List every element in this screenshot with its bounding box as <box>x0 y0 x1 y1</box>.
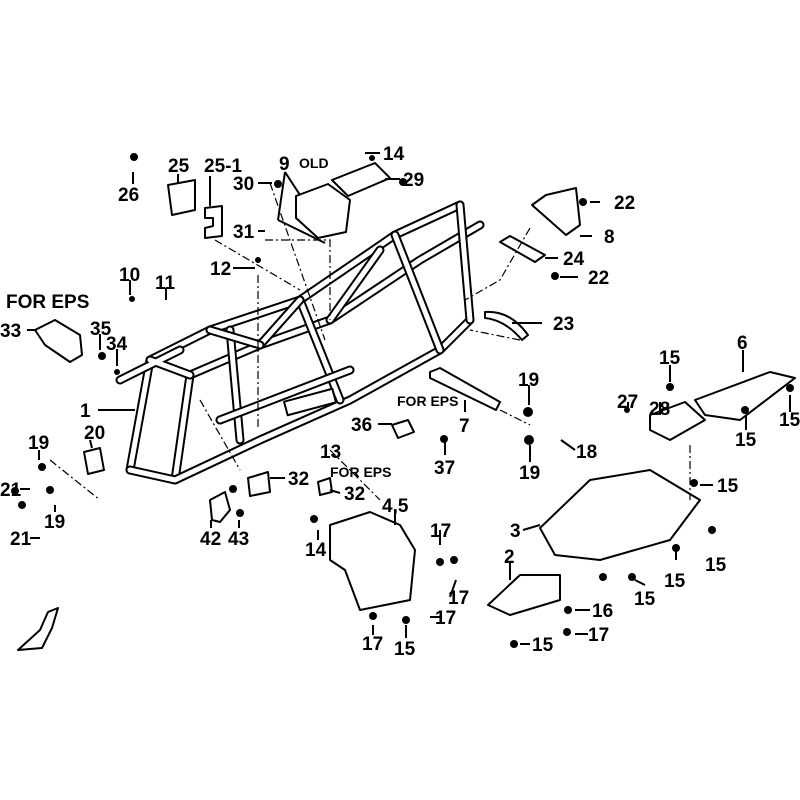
note-for-eps-left: FOR EPS <box>6 292 89 313</box>
callout-25-1: 25-1 <box>204 156 242 177</box>
leader-lines <box>20 152 791 645</box>
callout-2: 2 <box>504 547 515 568</box>
callout-35: 35 <box>90 319 112 340</box>
callout-6: 6 <box>737 333 748 354</box>
bracket-24 <box>499 235 546 263</box>
frame-body <box>115 200 485 485</box>
callout-25: 25 <box>168 156 190 177</box>
callout-42: 42 <box>200 529 221 550</box>
callout-8: 8 <box>604 227 615 248</box>
callout-labels: 25 26 25-1 9 OLD 30 14 29 22 8 24 22 31 … <box>0 144 800 660</box>
bracket-8 <box>531 187 581 236</box>
callout-19-c: 19 <box>519 463 540 484</box>
callout-19-a: 19 <box>518 370 539 391</box>
callout-9: 9 <box>279 154 290 175</box>
callout-17-e: 17 <box>362 634 383 655</box>
part-20 <box>83 447 105 475</box>
callout-21-a: 21 <box>0 480 22 501</box>
bracket-25 <box>167 179 196 216</box>
callout-27: 27 <box>617 392 638 413</box>
callout-15-f: 15 <box>664 571 686 592</box>
pad-9-old <box>295 183 351 239</box>
callout-13: 13 <box>320 442 341 463</box>
bracket-42 <box>209 491 231 523</box>
callout-14: 14 <box>383 144 405 165</box>
callout-3: 3 <box>510 521 521 542</box>
plate-25-1 <box>204 205 223 239</box>
callout-12: 12 <box>210 259 231 280</box>
callout-7: 7 <box>459 416 470 437</box>
callout-21-b: 21 <box>10 529 32 550</box>
callout-17-a: 17 <box>430 521 451 542</box>
callout-32-b: 32 <box>344 484 365 505</box>
callout-36: 36 <box>351 415 372 436</box>
eps-bracket-33 <box>34 319 83 363</box>
callout-28: 28 <box>649 399 670 420</box>
plate-28 <box>649 401 706 441</box>
callout-17-c: 17 <box>588 625 609 646</box>
callout-24: 24 <box>563 249 585 270</box>
callout-15-g: 15 <box>634 589 656 610</box>
callout-33: 33 <box>0 321 21 342</box>
callout-34: 34 <box>106 334 128 355</box>
callout-23: 23 <box>553 314 574 335</box>
callout-26: 26 <box>118 185 139 206</box>
callout-15-a: 15 <box>659 348 681 369</box>
callout-18: 18 <box>576 442 597 463</box>
callout-17-d: 17 <box>435 608 456 629</box>
note-for-eps-lower: FOR EPS <box>330 464 391 480</box>
callout-43: 43 <box>228 529 249 550</box>
callout-22b: 22 <box>588 268 609 289</box>
callout-31: 31 <box>233 222 255 243</box>
callout-15-d: 15 <box>717 476 739 497</box>
eps-part-36 <box>391 419 415 439</box>
callout-15-h: 15 <box>394 639 416 660</box>
callout-1: 1 <box>80 401 91 422</box>
callout-10: 10 <box>119 265 140 286</box>
skid-plate-3 <box>539 469 701 561</box>
plate-32 <box>247 471 271 497</box>
callout-11: 11 <box>155 273 176 294</box>
callout-32-a: 32 <box>288 469 309 490</box>
skid-plate-2 <box>487 574 561 616</box>
callout-15-e: 15 <box>705 555 727 576</box>
callout-15-b: 15 <box>779 410 800 431</box>
callout-29: 29 <box>403 170 424 191</box>
parts <box>17 162 796 651</box>
bracket-29 <box>331 162 391 197</box>
callout-17-b: 17 <box>448 588 469 609</box>
callout-19-d: 19 <box>44 512 65 533</box>
callout-30: 30 <box>233 174 254 195</box>
callout-16: 16 <box>592 601 613 622</box>
callout-4-5: 4,5 <box>382 496 409 517</box>
callout-20: 20 <box>84 423 105 444</box>
callout-19-b: 19 <box>28 433 49 454</box>
callout-15-c: 15 <box>735 430 757 451</box>
front-arrow-icon <box>17 607 59 651</box>
eps-plate-32 <box>317 477 333 496</box>
callout-22: 22 <box>614 193 635 214</box>
callout-15-i: 15 <box>532 635 554 656</box>
bolts <box>11 153 794 648</box>
callout-37: 37 <box>434 458 455 479</box>
bar-7 <box>429 367 501 411</box>
callout-14-b: 14 <box>305 540 327 561</box>
note-old: OLD <box>299 155 329 171</box>
note-for-eps-center: FOR EPS <box>397 393 458 409</box>
skid-plate-6 <box>694 371 796 421</box>
guard-4-5 <box>329 511 416 611</box>
strip-9 <box>277 219 326 244</box>
strap-23 <box>484 310 529 341</box>
